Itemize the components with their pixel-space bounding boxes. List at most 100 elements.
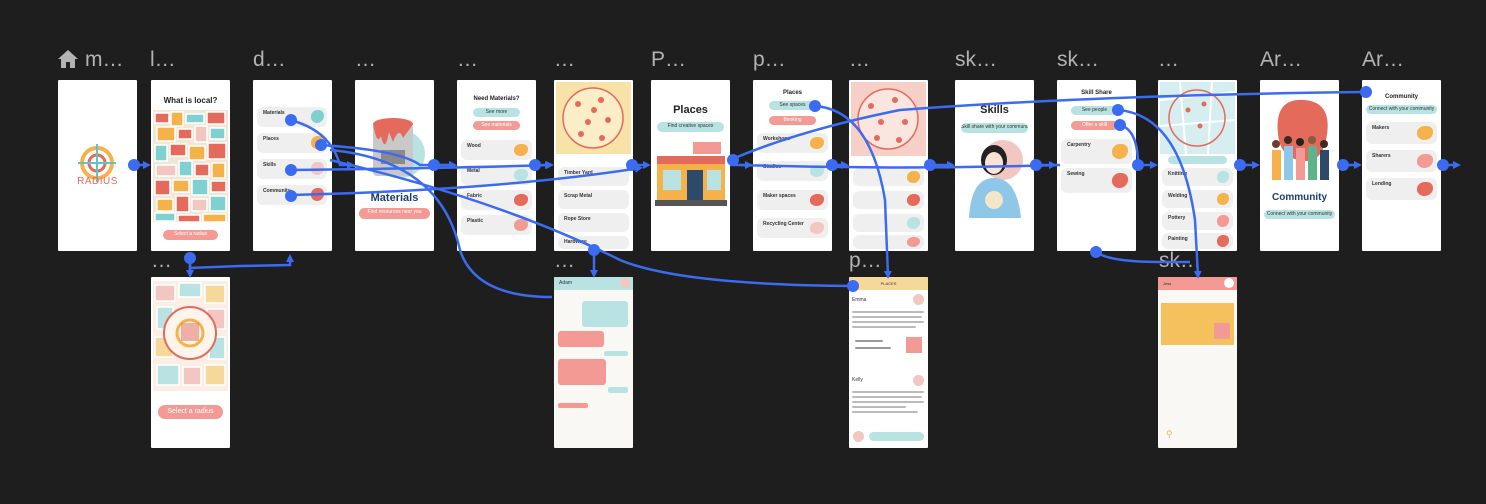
map-list-item[interactable]: Rope Store (558, 213, 629, 232)
map-list-item[interactable]: Timber Yard (558, 167, 629, 186)
connection-dot[interactable] (529, 159, 541, 171)
material-item[interactable]: Wood (461, 140, 532, 160)
connection-dot[interactable] (128, 159, 140, 171)
community-item[interactable]: Lending (1366, 178, 1437, 200)
connection-dot[interactable] (826, 159, 838, 171)
frame-label-community[interactable]: Ar… (1260, 48, 1302, 71)
material-item[interactable]: Plastic (461, 215, 532, 235)
connection-dot[interactable] (1337, 159, 1349, 171)
skill-map-item[interactable]: Pottery (1162, 212, 1233, 230)
skilllist-title: Skill Share (1081, 90, 1112, 96)
frame-label-local[interactable]: l… (150, 48, 176, 71)
reply-input[interactable] (869, 432, 924, 441)
frame-map1[interactable]: Timber Yard Scrap Metal Rope Store Hardw… (554, 80, 633, 251)
connection-dot[interactable] (285, 114, 297, 126)
connection-dot[interactable] (1114, 119, 1126, 131)
frame-label-skillchat[interactable]: sk… (1159, 249, 1201, 272)
connection-dot[interactable] (1090, 246, 1102, 258)
connection-dot[interactable] (727, 154, 739, 166)
frame-label-matlist[interactable]: … (457, 48, 478, 71)
place-item[interactable]: Maker spaces (757, 190, 828, 210)
see-people-pill[interactable]: See people (1071, 106, 1118, 115)
select-radius-button[interactable]: Select a radius (158, 405, 223, 419)
frame-places[interactable]: Places Find creative spaces (651, 80, 730, 251)
material-item[interactable]: Metal (461, 165, 532, 185)
frame-community[interactable]: Community Connect with your community (1260, 80, 1339, 251)
connection-dot[interactable] (1030, 159, 1042, 171)
connection-dot[interactable] (1234, 159, 1246, 171)
connection-dot[interactable] (1360, 86, 1372, 98)
frame-map2[interactable] (849, 80, 928, 251)
map-list-item[interactable] (853, 168, 924, 186)
frame-radius[interactable]: Select a radius (151, 277, 230, 448)
skill-map-item[interactable]: Painting (1162, 233, 1233, 249)
connection-dot[interactable] (1132, 159, 1144, 171)
frame-label-placechat[interactable]: p… (849, 249, 882, 272)
frame-label-commlist[interactable]: Ar… (1362, 48, 1404, 71)
frame-skills[interactable]: Skills Skill share with your community (955, 80, 1034, 251)
connection-dot[interactable] (285, 164, 297, 176)
place-item[interactable]: Recycling Center (757, 218, 828, 238)
skill-share-button[interactable]: Skill share with your community (961, 123, 1028, 133)
map-list-item[interactable]: Scrap Metal (558, 190, 629, 209)
connection-dot[interactable] (184, 252, 196, 264)
offer-skill-pill[interactable]: Offer a skill (1071, 121, 1118, 130)
frame-label-chat[interactable]: … (554, 249, 575, 272)
connect-pill[interactable]: Connect with your community (1366, 105, 1437, 114)
frame-local[interactable]: What is local? Select a radius (151, 80, 230, 251)
frame-label-placelist[interactable]: p… (753, 48, 786, 71)
skill-item[interactable]: Sewing (1061, 168, 1132, 193)
frame-label-skilllist[interactable]: sk… (1057, 48, 1099, 71)
connection-dot[interactable] (588, 244, 600, 256)
connection-dot[interactable] (285, 190, 297, 202)
frame-label-main[interactable]: m… (57, 48, 124, 75)
connection-dot[interactable] (1112, 104, 1124, 116)
frame-skillchat[interactable]: Jess ⚲ (1158, 277, 1237, 448)
skill-map-item[interactable]: Knitting (1162, 168, 1233, 186)
frame-main[interactable]: RADIUS (58, 80, 137, 251)
frame-materials[interactable]: Materials Find resources near you (355, 80, 434, 251)
select-radius-button[interactable]: Select a radius (163, 230, 218, 240)
frame-label-radius[interactable]: … (151, 249, 172, 272)
place-item[interactable]: Studios (757, 161, 828, 181)
material-item[interactable]: Fabric (461, 190, 532, 210)
search-icon[interactable]: ⚲ (1166, 429, 1173, 439)
booking-pill[interactable]: Booking (769, 116, 816, 125)
connection-dot[interactable] (809, 100, 821, 112)
connection-dot[interactable] (847, 280, 859, 292)
see-materials-pill[interactable]: See materials (473, 121, 520, 130)
find-resources-button[interactable]: Find resources near you (359, 208, 430, 219)
find-spaces-button[interactable]: Find creative spaces (657, 122, 724, 132)
connect-community-button[interactable]: Connect with your community (1264, 210, 1335, 219)
frame-chat[interactable]: Adam (554, 277, 633, 448)
frame-map3[interactable]: Knitting Welding Pottery Painting (1158, 80, 1237, 251)
frame-label-skills[interactable]: sk… (955, 48, 997, 71)
place-item[interactable]: Workshops (757, 133, 828, 153)
skill-item[interactable]: Carpentry (1061, 139, 1132, 164)
map-list-item[interactable] (853, 235, 924, 249)
skill-offer-card[interactable] (1161, 303, 1234, 345)
connection-dot[interactable] (924, 159, 936, 171)
frame-label-map1[interactable]: … (554, 48, 575, 71)
connection-dot[interactable] (428, 159, 440, 171)
frame-label-materials[interactable]: … (355, 48, 376, 71)
map-list-item[interactable] (853, 214, 924, 232)
connection-dot[interactable] (626, 159, 638, 171)
map-list-item[interactable] (853, 191, 924, 209)
frame-placechat[interactable]: PLACES Emma Kelly (849, 277, 928, 448)
connection-dot[interactable] (315, 139, 327, 151)
skill-map-item[interactable]: Welding (1162, 190, 1233, 208)
frame-label-dash[interactable]: d… (253, 48, 286, 71)
connection-dot[interactable] (1437, 159, 1449, 171)
dash-item-label: Skills (263, 162, 277, 168)
map3-filter-pill[interactable] (1168, 156, 1227, 164)
frame-label-map3[interactable]: … (1158, 48, 1179, 71)
frame-skilllist[interactable]: Skill Share See people Offer a skill Car… (1057, 80, 1136, 251)
community-item[interactable]: Makers (1366, 122, 1437, 144)
frame-commlist[interactable]: Community Connect with your community Ma… (1362, 80, 1441, 251)
frame-label-map2[interactable]: … (849, 48, 870, 71)
see-more-pill[interactable]: See more (473, 108, 520, 117)
frame-matlist[interactable]: Need Materials? See more See materials W… (457, 80, 536, 251)
community-item[interactable]: Sharers (1366, 150, 1437, 172)
frame-label-places[interactable]: P… (651, 48, 687, 71)
